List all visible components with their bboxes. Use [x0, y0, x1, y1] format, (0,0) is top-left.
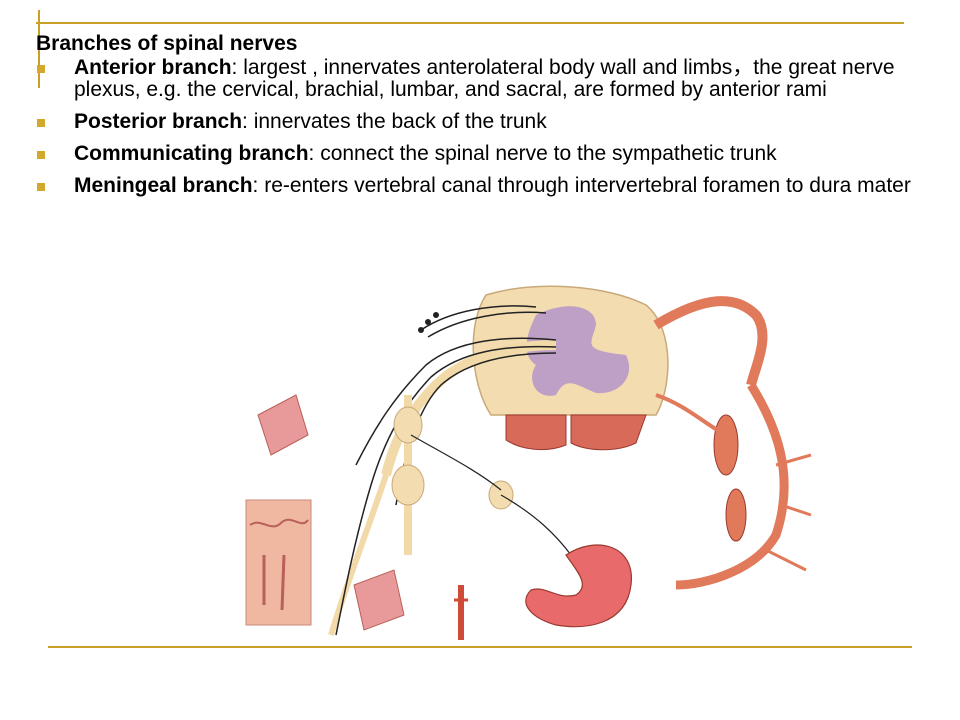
bullet-term: Anterior branch — [74, 56, 232, 79]
skin-tissue-block — [245, 499, 312, 626]
top-rule — [36, 22, 904, 24]
bullet-communicating-branch: Communicating branch: connect the spinal… — [36, 143, 916, 165]
bullet-square-icon — [37, 65, 45, 73]
bullet-square-icon — [37, 119, 45, 127]
left-rule — [38, 10, 40, 88]
bullet-posterior-branch: Posterior branch: innervates the back of… — [36, 111, 916, 133]
bullet-square-icon — [37, 151, 45, 159]
bullet-anterior-branch: Anterior branch: largest , innervates an… — [36, 57, 916, 101]
spinal-nerve-illustration — [245, 285, 812, 640]
bullet-text: : innervates the back of the trunk — [242, 110, 547, 133]
muscle-tissue-blocks — [257, 394, 405, 631]
bullet-list: Anterior branch: largest , innervates an… — [36, 57, 916, 207]
small-artery — [454, 585, 468, 640]
bullet-square-icon — [37, 183, 45, 191]
bullet-text: : connect the spinal nerve to the sympat… — [308, 142, 777, 165]
bullet-term: Meningeal branch — [74, 174, 253, 197]
bullet-term: Posterior branch — [74, 110, 243, 133]
stomach-illustration — [525, 544, 632, 628]
blood-vessels — [653, 296, 812, 590]
bottom-rule — [48, 646, 912, 648]
sympathetic-ganglia — [391, 395, 572, 556]
bullet-text: : re-enters vertebral canal through inte… — [252, 174, 911, 197]
bullet-term: Communicating branch — [74, 142, 309, 165]
bullet-text: : largest , innervates anterolateral bod… — [74, 56, 895, 101]
spinal-cord-section — [472, 285, 669, 451]
bullet-meningeal-branch: Meningeal branch: re-enters vertebral ca… — [36, 175, 916, 197]
slide-title: Branches of spinal nerves — [36, 32, 298, 55]
